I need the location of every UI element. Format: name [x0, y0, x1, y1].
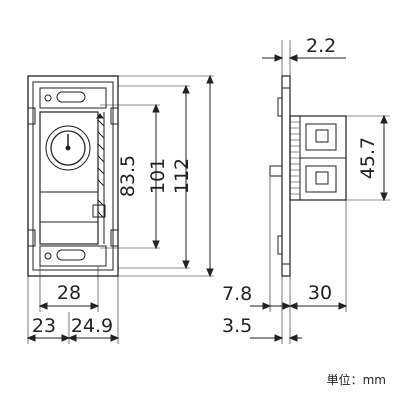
label-83-5: 83.5: [117, 155, 139, 197]
label-3-5: 3.5: [222, 315, 252, 337]
front-top-tab: [39, 87, 107, 109]
dim-line-2-2: [262, 40, 346, 76]
label-23: 23: [32, 315, 56, 337]
dim-line-101: [118, 84, 190, 270]
unit-label: 単位：mm: [326, 373, 386, 387]
label-45-7: 45.7: [357, 137, 379, 179]
front-frame: [27, 75, 119, 277]
side-knob-stub: [269, 165, 283, 177]
dim-line-28: [38, 266, 100, 312]
side-view: [269, 75, 347, 277]
dial-knob: [50, 130, 86, 166]
side-mount-plate: [281, 75, 291, 277]
label-7-8: 7.8: [222, 283, 252, 305]
dim-line-3-5: [250, 276, 302, 344]
side-terminal-bottom: [305, 165, 337, 193]
front-screw-bottom: [44, 252, 52, 260]
label-24-9: 24.9: [71, 315, 113, 337]
dial-knob-outer: [45, 125, 91, 171]
dim-line-7-8-30: [250, 176, 348, 344]
front-screw-top: [44, 94, 52, 102]
dim-line-45-7: [346, 114, 390, 202]
side-terminal-top: [305, 123, 337, 151]
dim-line-23-24-9: [26, 276, 120, 344]
dim-line-83-5: [100, 103, 160, 250]
label-101: 101: [147, 158, 169, 194]
label-30: 30: [308, 282, 332, 304]
label-28: 28: [57, 282, 81, 304]
front-switch-body: [39, 111, 99, 245]
label-112: 112: [171, 158, 193, 194]
front-frame-inner: [32, 81, 114, 271]
front-bottom-tab: [39, 245, 107, 267]
front-view: [27, 75, 119, 277]
label-2-2: 2.2: [306, 35, 336, 57]
dim-line-112: [118, 74, 214, 278]
